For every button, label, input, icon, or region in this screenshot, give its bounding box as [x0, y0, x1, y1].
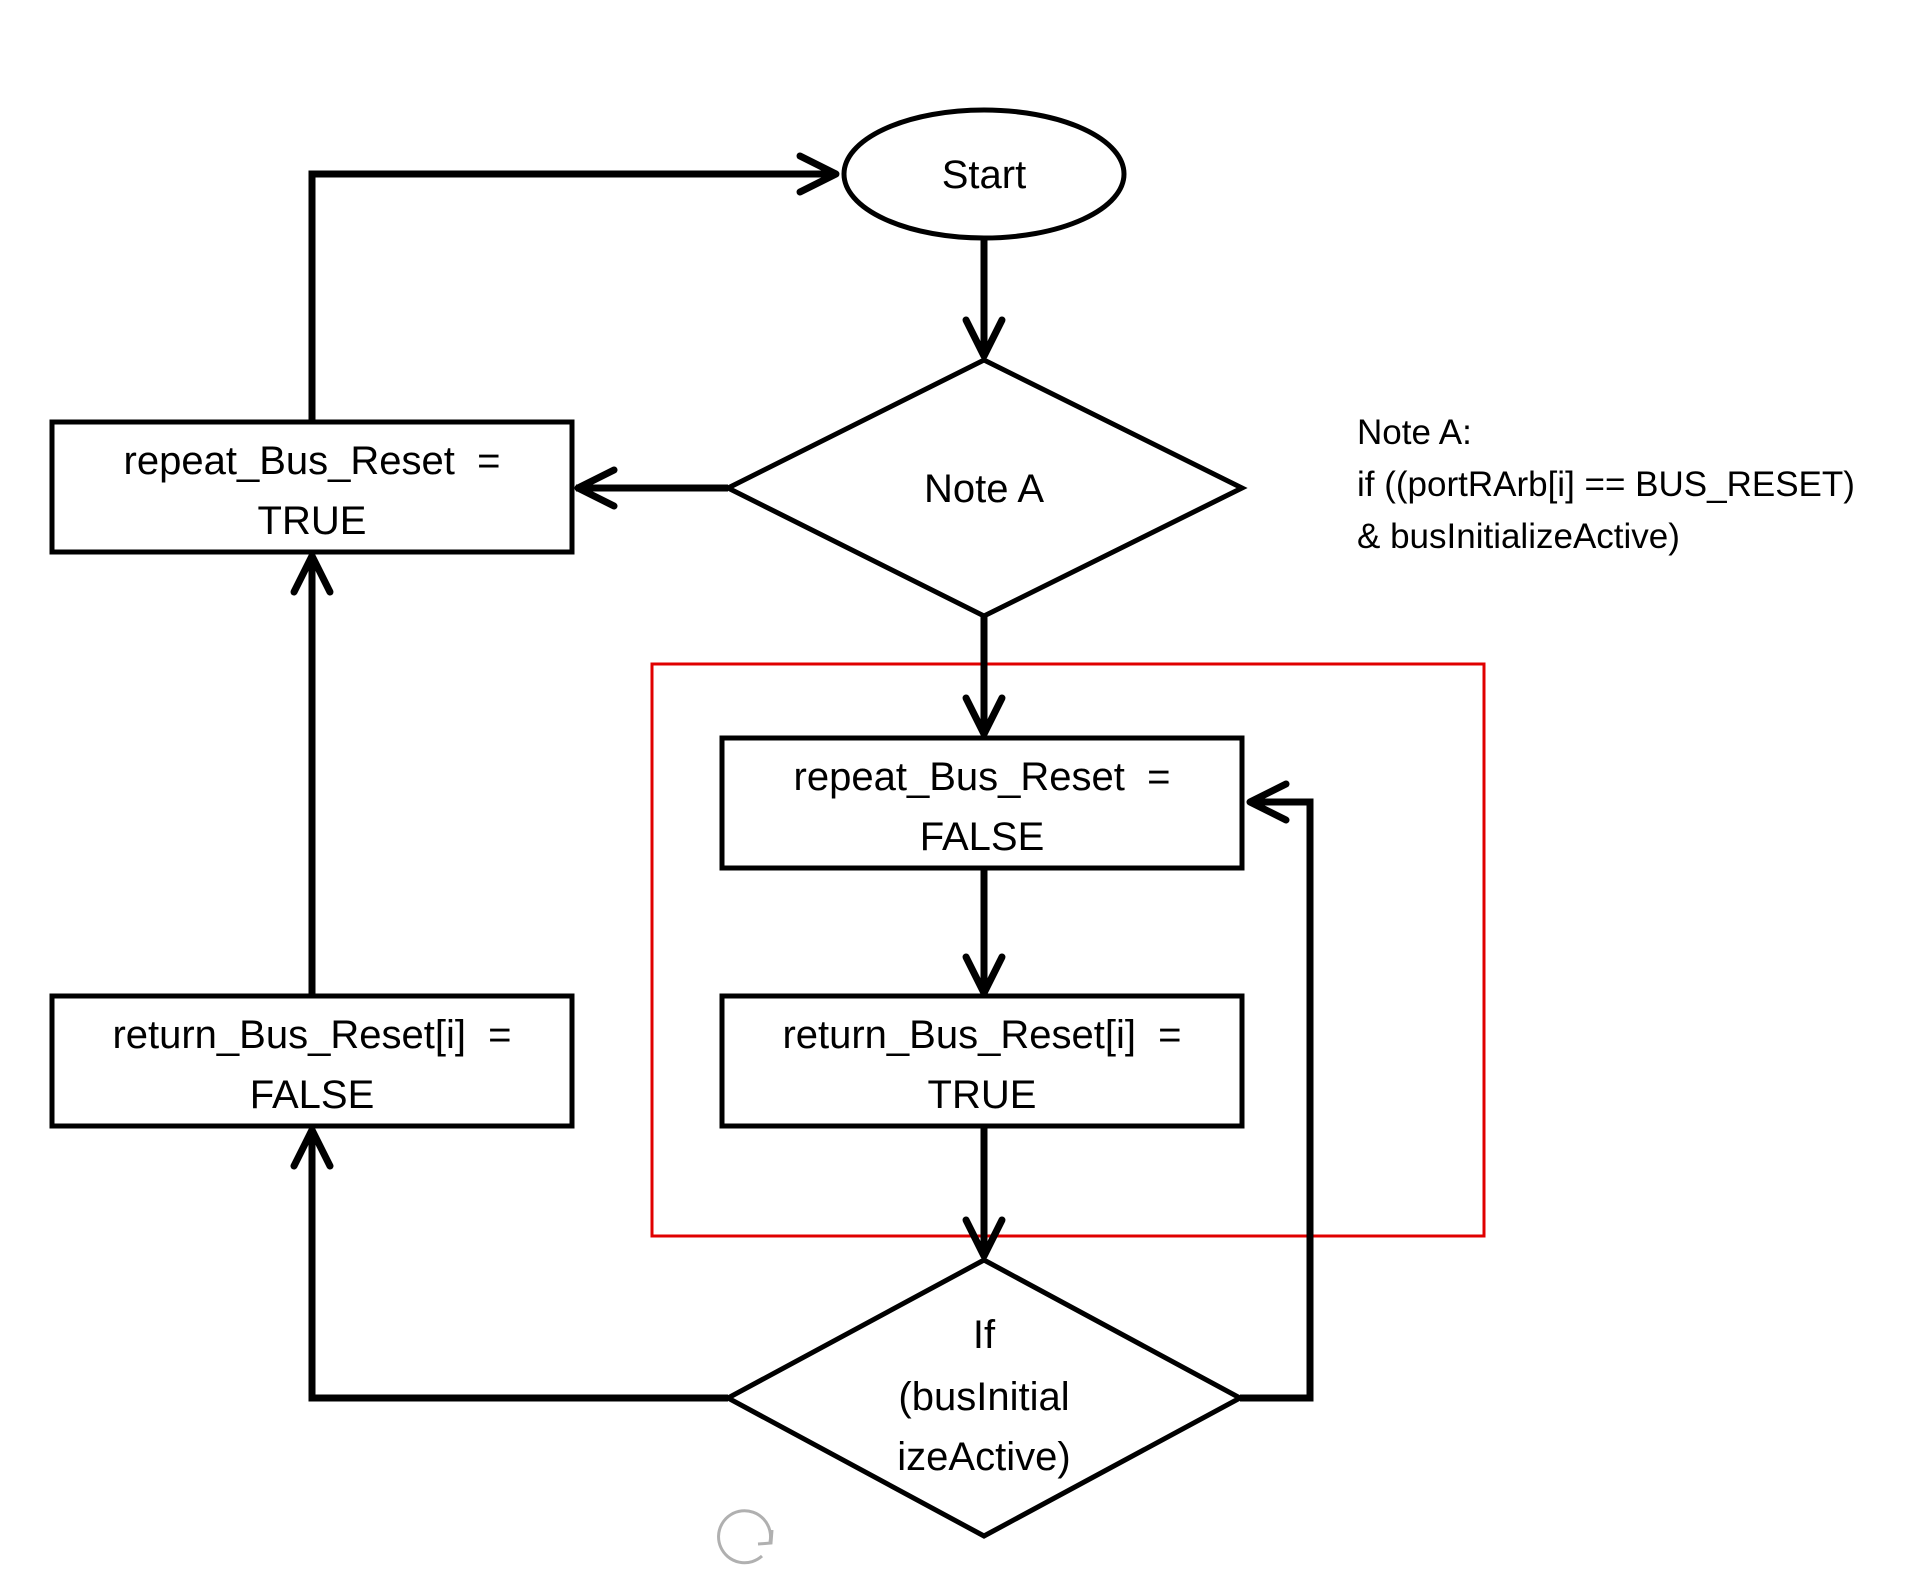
arrowhead-into-left-bottom: [290, 1126, 334, 1170]
start-node[interactable]: [841, 107, 1127, 241]
arrowhead-into-note-a: [962, 316, 1006, 360]
decision-note-a[interactable]: [722, 357, 1248, 619]
decision-bus-initialize-active-line1: If: [973, 1313, 996, 1357]
arrowhead-into-left-top: [574, 466, 618, 510]
process-repeat-bus-reset-false[interactable]: [719, 735, 1245, 871]
arrowhead-into-mid-bottom: [962, 953, 1006, 997]
rotate-icon[interactable]: [717, 1509, 774, 1565]
start-node-label: Start: [942, 153, 1026, 197]
process-return-bus-reset-true[interactable]: [719, 993, 1245, 1129]
process-repeat-bus-reset-true[interactable]: [49, 419, 575, 555]
process-repeat-bus-reset-false-line2: FALSE: [920, 815, 1045, 859]
decision-bus-initialize-active-line2: (busInitial: [898, 1375, 1069, 1419]
note-a-condition-line1: if ((portRArb[i] == BUS_RESET): [1357, 465, 1855, 504]
decision-bus-initialize-active[interactable]: [722, 1257, 1246, 1539]
process-repeat-bus-reset-false-line1: repeat_Bus_Reset =: [794, 755, 1171, 799]
note-a-condition-line2: & busInitializeActive): [1357, 517, 1680, 556]
connector-decision-b-to-mid-top: [1240, 798, 1314, 1402]
connector-decision-b-to-left-bottom: [308, 1130, 728, 1402]
note-a-title: Note A:: [1357, 413, 1472, 452]
process-return-bus-reset-true-line1: return_Bus_Reset[i] =: [782, 1013, 1181, 1057]
arrowhead-into-decision-b: [962, 1216, 1006, 1260]
process-repeat-bus-reset-true-line1: repeat_Bus_Reset =: [124, 439, 501, 483]
process-return-bus-reset-true-line2: TRUE: [928, 1073, 1037, 1117]
connector-left-top-to-start: [308, 170, 836, 420]
process-return-bus-reset-false-line1: return_Bus_Reset[i] =: [112, 1013, 511, 1057]
process-return-bus-reset-false-line2: FALSE: [250, 1073, 375, 1117]
arrowhead-into-mid-top-right: [1246, 780, 1290, 824]
decision-bus-initialize-active-line3: izeActive): [897, 1435, 1070, 1479]
decision-note-a-label: Note A: [924, 467, 1044, 511]
arrowhead-into-mid-top: [962, 694, 1006, 738]
highlight-rectangle[interactable]: [650, 662, 1486, 1238]
process-return-bus-reset-false[interactable]: [49, 993, 575, 1129]
process-repeat-bus-reset-true-line2: TRUE: [258, 499, 367, 543]
arrowhead-into-left-top-bottom: [290, 552, 334, 596]
arrowhead-into-start: [796, 152, 840, 196]
